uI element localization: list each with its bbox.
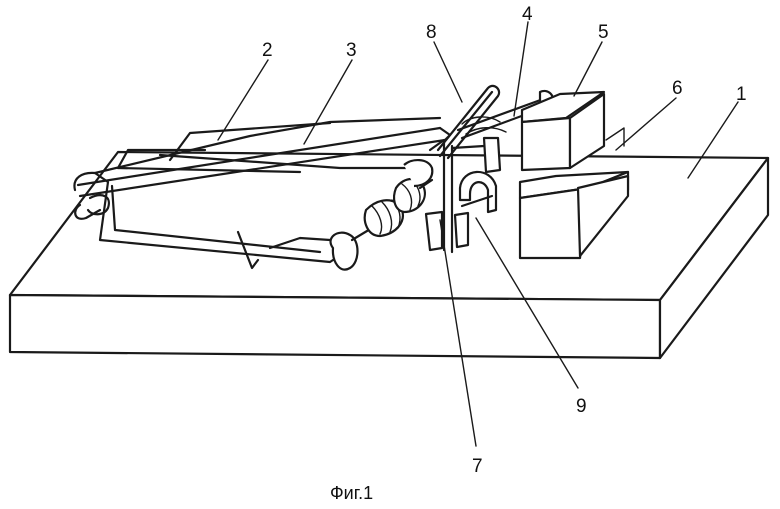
label-4: 4	[522, 4, 533, 25]
hook	[458, 170, 498, 214]
label-9: 9	[576, 396, 587, 417]
lever-rod	[450, 89, 556, 174]
base-board	[8, 150, 770, 360]
label-7: 7	[472, 456, 483, 477]
post-and-arm	[424, 84, 501, 254]
label-1: 1	[736, 84, 747, 105]
label-2: 2	[262, 40, 273, 61]
bar-rod	[76, 126, 452, 198]
block-bottom	[518, 170, 630, 260]
label-5: 5	[598, 22, 609, 43]
leader-lines	[217, 21, 739, 447]
label-6: 6	[672, 78, 683, 99]
figure-caption: Фиг.1	[330, 483, 373, 503]
spring	[329, 159, 434, 271]
label-3: 3	[346, 40, 357, 61]
back-plate	[116, 148, 302, 174]
trigger-wire	[236, 230, 332, 270]
label-8: 8	[426, 22, 437, 43]
block-top	[520, 90, 625, 172]
